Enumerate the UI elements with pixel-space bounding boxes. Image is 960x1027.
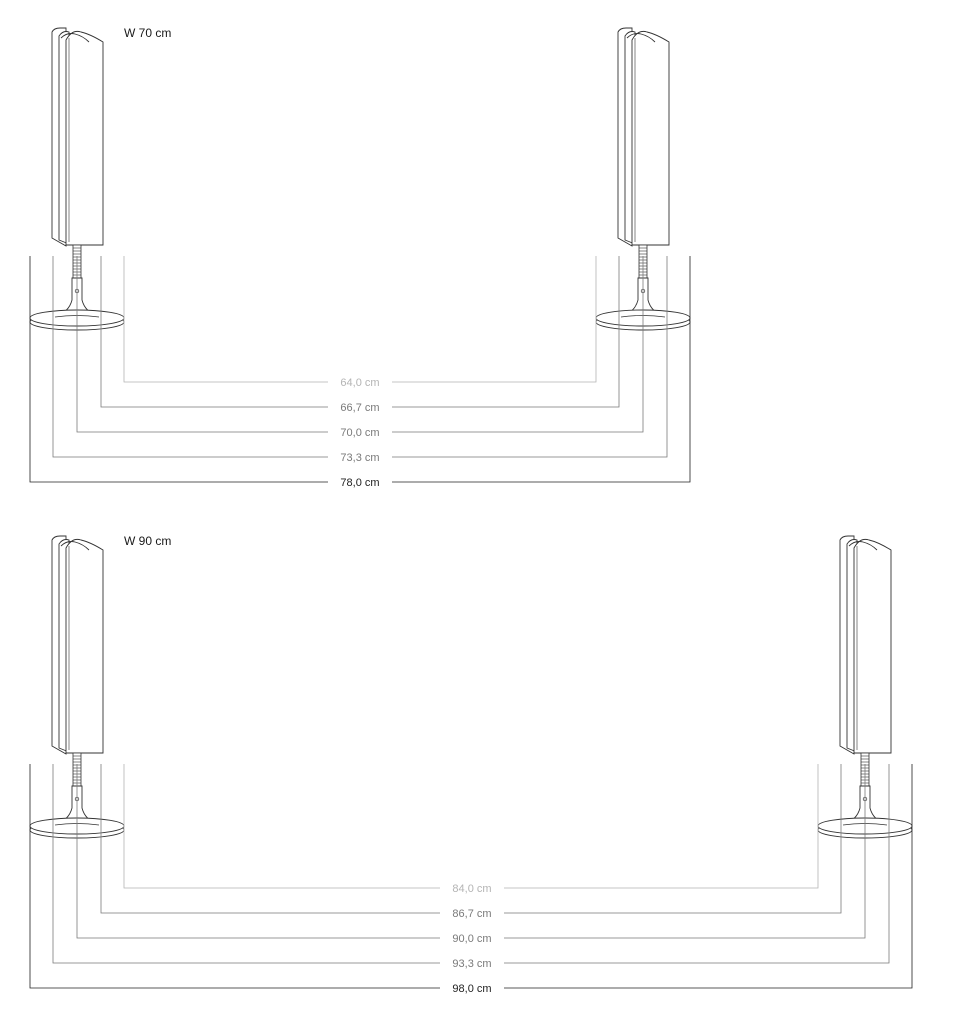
column-front-panel <box>65 538 104 754</box>
dimension-line-right <box>504 764 819 889</box>
leg-right <box>817 535 913 839</box>
dimension-lines <box>29 764 913 989</box>
dimension-line-left <box>52 764 440 964</box>
dimension-line-right <box>504 764 890 964</box>
dimension-label-98: 98,0 cm <box>452 983 491 995</box>
dimension-label-70: 70,0 cm <box>340 427 379 439</box>
dimension-line-right <box>392 256 644 433</box>
dimension-line-right <box>504 764 913 989</box>
column-top-contour <box>848 541 878 551</box>
dimension-line-left <box>123 256 328 383</box>
dimension-line-right <box>504 764 866 939</box>
dimension-line-left <box>100 764 440 914</box>
diagram-title: W 90 cm <box>124 534 171 548</box>
column-top-contour <box>60 541 90 551</box>
dimension-line-left <box>123 764 440 889</box>
dimension-label-86-7: 86,7 cm <box>452 908 491 920</box>
dimension-label-66-7: 66,7 cm <box>340 402 379 414</box>
dimension-label-73-3: 73,3 cm <box>340 452 379 464</box>
dimension-line-left <box>100 256 328 408</box>
dimension-line-right <box>392 256 691 483</box>
dimension-label-84: 84,0 cm <box>452 883 491 895</box>
dimension-lines <box>29 256 691 483</box>
column-top-contour <box>626 33 656 43</box>
dimension-label-93-3: 93,3 cm <box>452 958 491 970</box>
column-front-panel <box>853 538 892 754</box>
dimension-line-right <box>392 256 597 383</box>
dimension-line-left <box>52 256 328 458</box>
dimension-line-left <box>29 764 440 989</box>
dimension-line-right <box>392 256 668 458</box>
dimension-line-left <box>76 256 328 433</box>
dimension-line-left <box>29 256 328 483</box>
dimension-label-90: 90,0 cm <box>452 933 491 945</box>
column-top-contour <box>60 33 90 43</box>
column-front-panel <box>631 30 670 246</box>
diagram-w70: W 70 cm 64,0 cm 66,7 cm 70,0 cm 73,3 cm … <box>29 26 691 489</box>
dimension-line-right <box>392 256 620 408</box>
leg-left <box>29 535 125 839</box>
dimension-line-left <box>76 764 440 939</box>
dimension-label-78: 78,0 cm <box>340 477 379 489</box>
diagram-title: W 70 cm <box>124 26 171 40</box>
leg-right <box>595 27 691 331</box>
dimension-line-right <box>504 764 842 914</box>
diagram-w90: W 90 cm 84,0 cm 86,7 cm 90,0 cm 93,3 cm … <box>29 534 913 995</box>
column-front-panel <box>65 30 104 246</box>
dimension-label-64: 64,0 cm <box>340 377 379 389</box>
